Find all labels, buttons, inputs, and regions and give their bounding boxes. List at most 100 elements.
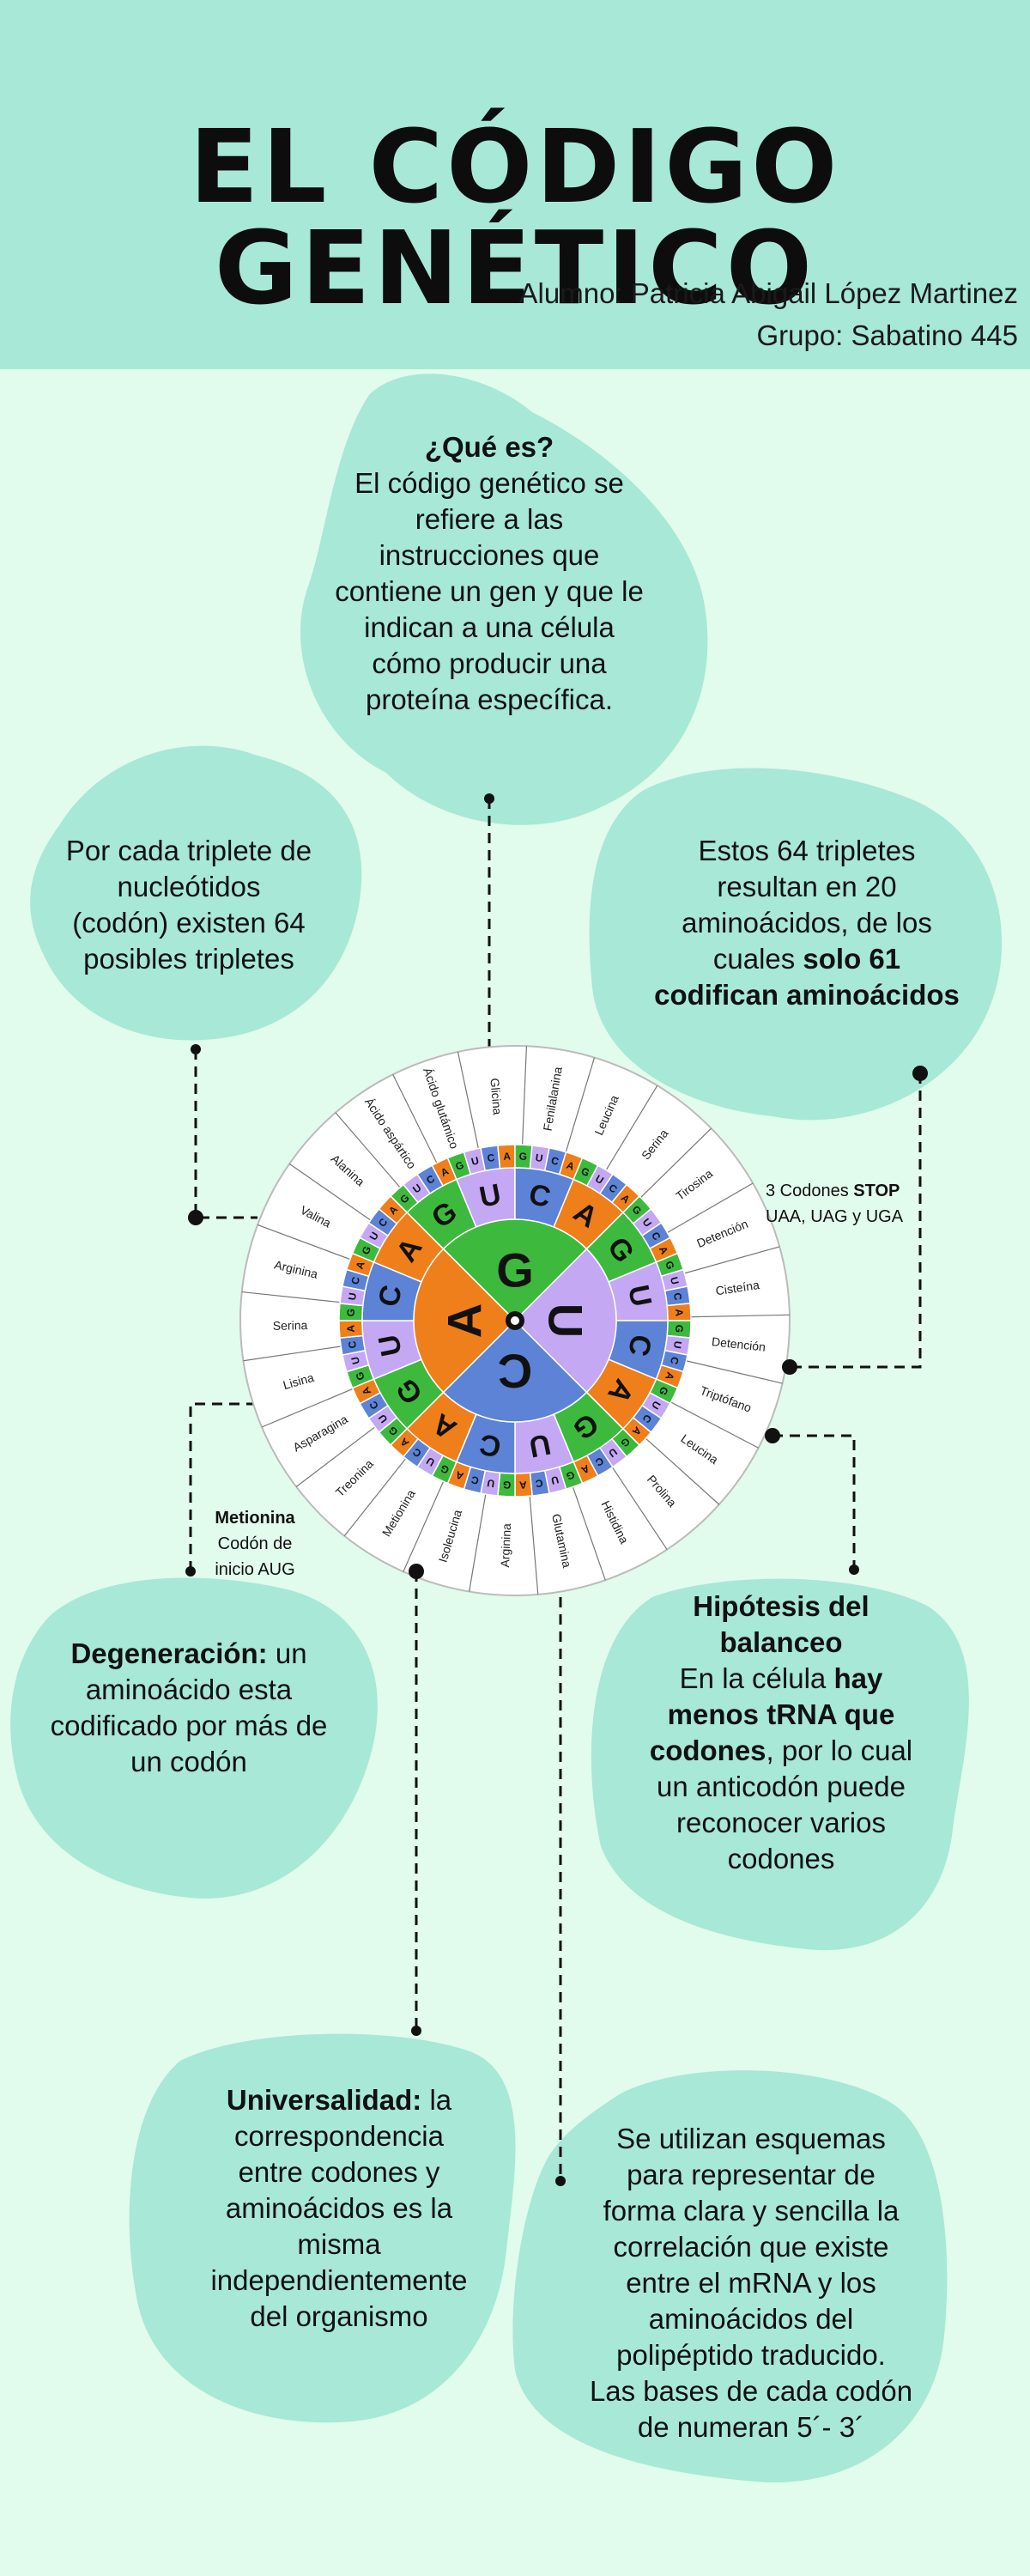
connector-dot-icon: [912, 1066, 928, 1081]
amino-divider: [261, 1382, 369, 1428]
que-es-line: cómo producir una: [372, 647, 607, 679]
amino-divider: [403, 1465, 451, 1572]
aminoacidos-bold: solo 61: [803, 943, 901, 975]
amino-acid-label: Detención: [711, 1334, 766, 1354]
que-es-line: proteína específica.: [365, 683, 613, 715]
third-base-letter: A: [503, 1151, 512, 1163]
universalidad-line: misma: [297, 2228, 381, 2260]
third-base-letter: C: [534, 1477, 543, 1490]
wheel-center-dot: [511, 1316, 519, 1325]
connector-dot-icon: [188, 1210, 203, 1225]
universalidad-line: aminoácidos es la: [225, 2192, 453, 2224]
esquemas-line: de numeran 5´- 3´: [637, 2411, 865, 2443]
degeneracion-line: codificado por más de: [50, 1710, 328, 1741]
third-base-letter: G: [663, 1260, 676, 1272]
first-base-letter: C: [498, 1345, 532, 1399]
blob-aminoacidos: [589, 768, 1003, 1121]
amino-divider: [651, 1182, 754, 1242]
esquemas-line: entre el mRNA y los: [626, 2267, 876, 2299]
third-base-letter: G: [518, 1151, 527, 1163]
blob-balanceo-text: Hipótesis del balanceo En la célula hay …: [618, 1589, 944, 1877]
balanceo-line: menos tRNA que: [667, 1698, 895, 1730]
universalidad-line: correspondencia: [234, 2120, 444, 2152]
third-base-letter: C: [346, 1340, 359, 1349]
third-base-letter: U: [348, 1356, 362, 1366]
balanceo-bold: hay: [833, 1662, 883, 1694]
stop-bold: STOP: [853, 1182, 900, 1200]
stop-codons: UAA, UAG y UGA: [766, 1207, 904, 1226]
start-line: inicio AUG: [215, 1560, 295, 1579]
amino-divider: [457, 1051, 483, 1166]
group-name: Grupo: Sabatino 445: [756, 319, 1018, 351]
balanceo-line: reconocer varios: [676, 1807, 886, 1838]
tripletes-line: Por cada triplete de: [65, 835, 312, 866]
universalidad-line: Universalidad: la: [167, 2082, 511, 2118]
third-base-letter: G: [454, 1159, 466, 1173]
blob-universalidad-text: Universalidad: la correspondencia entre …: [167, 2082, 511, 2335]
que-es-title: ¿Qué es?: [424, 431, 554, 463]
esquemas-line: correlación que existe: [613, 2231, 889, 2263]
universalidad-line: entre codones y: [238, 2156, 440, 2188]
blob-tripletes-text: Por cada triplete de nucleótidos (codón)…: [26, 833, 352, 977]
degeneracion-text: un: [267, 1637, 307, 1669]
student-name: Alumno: Patricia Abigail López Martinez: [518, 277, 1018, 309]
third-base-letter: U: [535, 1151, 544, 1164]
que-es-line: indican a una célula: [364, 611, 615, 643]
aminoacidos-text: cuales: [712, 943, 803, 975]
universalidad-bold: Universalidad:: [226, 2084, 422, 2116]
first-base-letter: A: [438, 1303, 492, 1338]
universalidad-text: la: [421, 2084, 452, 2116]
blob-que-es: [300, 374, 708, 825]
esquemas-line: polipéptido traducido.: [616, 2339, 886, 2371]
universalidad-line: del organismo: [250, 2300, 428, 2332]
amino-divider: [241, 1291, 358, 1305]
amino-divider: [560, 1057, 596, 1170]
first-base-segment: [513, 1248, 617, 1394]
amino-divider: [335, 1112, 412, 1201]
esquemas-line: forma clara y sencilla la: [603, 2195, 900, 2227]
tripletes-line: (codón) existen 64: [72, 907, 306, 939]
balanceo-line: En la célula hay: [618, 1661, 944, 1697]
third-base-letter: C: [487, 1151, 496, 1164]
amino-divider: [627, 1127, 712, 1210]
third-base-letter: G: [503, 1479, 512, 1491]
esquemas-line: para representar de: [627, 2159, 876, 2190]
amino-acid-label: Cisteína: [715, 1278, 760, 1297]
amino-divider: [633, 1426, 720, 1505]
third-base-letter: U: [671, 1340, 684, 1350]
que-es-line: instrucciones que: [379, 539, 600, 571]
third-base-letter: A: [673, 1309, 685, 1317]
degeneracion-bold: Degeneración:: [70, 1637, 268, 1669]
third-base-letter: U: [346, 1292, 359, 1302]
aminoacidos-line: Estos 64 tripletes: [698, 835, 916, 866]
amino-divider: [668, 1246, 780, 1279]
third-base-letter: G: [565, 1468, 577, 1482]
universalidad-line: independientemente: [210, 2264, 468, 2296]
degeneracion-line: Degeneración: un: [17, 1636, 360, 1672]
third-base-letter: C: [550, 1154, 560, 1168]
third-base-letter: G: [673, 1324, 685, 1333]
third-base-letter: G: [354, 1370, 367, 1382]
third-base-letter: A: [518, 1479, 527, 1491]
amino-acid-label: Serina: [273, 1318, 308, 1333]
esquemas-line: Las bases de cada codón: [589, 2375, 913, 2407]
page-title: EL CÓDIGO GENÉTICO: [189, 107, 841, 327]
balanceo-text: En la célula: [679, 1662, 834, 1694]
esquemas-line: Se utilizan esquemas: [616, 2123, 886, 2154]
blob-tripletes: [30, 745, 362, 1041]
aminoacidos-line: resultan en 20: [717, 871, 897, 902]
balanceo-line: codones: [727, 1843, 835, 1874]
blob-aminoacidos-text: Estos 64 tripletes resultan en 20 aminoá…: [618, 833, 996, 1013]
degeneracion-line: aminoácido esta: [85, 1674, 293, 1705]
amino-divider: [257, 1224, 367, 1267]
amino-divider: [597, 1084, 658, 1186]
third-base-letter: U: [550, 1473, 560, 1487]
balanceo-text: , por lo cual: [766, 1735, 913, 1766]
amino-divider: [527, 1479, 539, 1595]
amino-divider: [392, 1074, 445, 1179]
stop-line: 3 Codones STOP: [766, 1178, 920, 1204]
blob-degeneracion: [10, 1577, 378, 1899]
first-base-letter: U: [539, 1303, 593, 1338]
start-title: Metionina: [215, 1509, 295, 1528]
